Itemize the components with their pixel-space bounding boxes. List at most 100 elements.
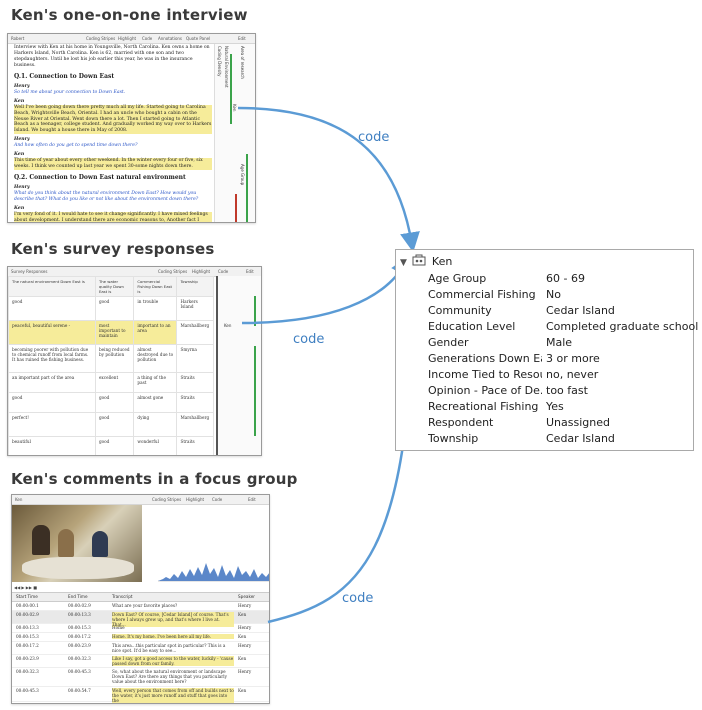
column-header[interactable]: The natural environment Down East is [8,276,96,297]
focus-section-title: Ken's comments in a focus group [11,470,298,488]
transcript-row[interactable]: 00:00:00.1 00:00:02.9 What are your favo… [12,602,269,611]
table-row[interactable]: becoming poorer with pollution due to ch… [8,344,214,373]
arrow-survey [241,255,410,325]
transcript-text: Home. It's my home. I've been here all m… [112,634,234,639]
coding-stripe[interactable] [235,194,237,222]
table-cell: being reduced by pollution [94,344,135,373]
table-cell: dying [133,412,178,437]
coding-stripes-button[interactable]: Coding Stripes [152,497,182,502]
coding-stripes-button[interactable]: Coding Stripes [86,36,116,41]
table-row[interactable]: good good in trouble Harkers Island [8,296,214,321]
code-label: code [342,591,374,606]
end-time: 00:00:23.9 [68,643,91,648]
table-cell: good [94,412,135,437]
end-time: 00:00:17.2 [68,634,91,639]
column-header[interactable]: End Time [68,594,88,599]
window-title: Robert [11,36,25,41]
case-name: Ken [431,255,453,268]
coding-stripes-button[interactable]: Coding Stripes [158,269,188,274]
intro-text: Interview with Ken at his home in Youngs… [14,45,210,68]
column-header[interactable]: Township [176,276,214,297]
column-header[interactable]: Speaker [238,594,256,599]
stripe-label: Age Group [240,164,245,186]
table-cell: almost gone [133,392,178,413]
speaker-label: Henry [14,137,30,143]
end-time: 00:00:54.7 [68,688,91,693]
speaker: Henry [238,643,252,648]
attribute-value: 60 - 69 [546,272,585,285]
transcript-header: Start Time End Time Transcript Speaker [12,592,269,602]
edit-button[interactable]: Edit [248,497,256,502]
audio-waveform[interactable] [158,557,270,583]
edit-button[interactable]: Edit [246,269,254,274]
question-heading: Q.1. Connection to Down East [14,72,115,80]
transcript-row[interactable]: 00:00:32.3 00:00:45.3 So, what about the… [12,668,269,687]
survey-section-title: Ken's survey responses [11,240,215,258]
interview-window[interactable]: Robert Coding Stripes Highlight Code Ann… [7,33,256,223]
media-controls[interactable]: ◀◀ ▶ ▶▶ ■ [14,585,132,590]
table-row[interactable]: perfect! good dying Marshallberg [8,412,214,437]
speaker-label: Henry [14,185,30,191]
video-frame[interactable] [12,505,142,582]
stripe-label: Coding Density [217,46,222,77]
attribute-label: Opinion - Pace of De... [428,384,542,397]
transcript-row[interactable]: 00:00:02.9 00:00:13.3 Down East? Of cour… [12,611,269,627]
survey-window[interactable]: Survey Responses Coding Stripes Highligh… [7,266,262,456]
code-button[interactable]: Code [142,36,153,41]
column-header[interactable]: Start Time [16,594,38,599]
coding-stripes-panel[interactable]: Ken [216,276,261,455]
speaker-label: Henry [14,83,30,89]
code-button[interactable]: Code [212,497,223,502]
coding-stripe[interactable] [254,346,256,436]
attribute-label: Community [428,304,492,317]
column-header[interactable]: Commercial Fishing Down East is [133,276,178,297]
edit-button[interactable]: Edit [238,36,246,41]
attribute-value: too fast [546,384,588,397]
coding-stripe[interactable] [254,296,256,326]
transcript-table: Start Time End Time Transcript Speaker 0… [12,592,269,703]
attribute-value: 3 or more [546,352,600,365]
end-time: 00:00:15.3 [68,625,91,630]
table-row[interactable]: beautiful good wonderful Straits [8,436,214,455]
attribute-value: No [546,288,561,301]
code-button[interactable]: Code [218,269,229,274]
arrow-interview [237,106,420,253]
highlight-button[interactable]: Highlight [118,36,137,41]
disclosure-triangle-icon[interactable]: ▼ [400,258,407,268]
table-cell: in trouble [133,296,178,321]
annotations-button[interactable]: Annotations [158,36,183,41]
highlight-button[interactable]: Highlight [192,269,211,274]
table-cell: almost destroyed due to pollution [133,344,178,373]
table-row[interactable]: peaceful, beautiful serene - most import… [8,320,214,345]
transcript-row[interactable]: 00:00:23.9 00:00:32.3 Like I say, got a … [12,655,269,668]
coding-stripes-panel[interactable]: Coding Density Natural Environment Ken A… [214,44,255,222]
coding-stripe[interactable] [246,154,248,222]
quote-panel-button[interactable]: Quote Panel [186,36,211,41]
transcript-row[interactable]: 00:00:15.3 00:00:17.2 Home. It's my home… [12,633,269,642]
transcript-text: This area...this particular spot in part… [112,643,226,653]
highlight-button[interactable]: Highlight [186,497,205,502]
case-header[interactable]: ▼ Ken [400,254,452,268]
speaker-label: Ken [14,152,25,158]
case-icon [412,254,426,266]
attribute-value: no, never [546,368,599,381]
column-header[interactable]: The water quality Down East is [94,276,135,297]
end-time: 00:00:02.9 [68,603,91,608]
transcript-row[interactable]: 00:00:13.3 00:00:15.3 Home Henry [12,624,269,633]
interview-document: Interview with Ken at his home in Youngs… [14,45,212,222]
code-label: code [358,130,390,145]
transcript-row[interactable]: 00:00:17.2 00:00:23.9 This area...this p… [12,642,269,655]
question-text: What do you think about the natural envi… [14,191,199,202]
coding-stripe[interactable] [230,54,232,124]
start-time: 00:00:45.3 [16,688,39,693]
end-time: 00:00:32.3 [68,656,91,661]
person-figure [32,525,50,555]
attribute-value: Yes [546,400,564,413]
window-title: Ken [15,497,23,502]
focus-group-window[interactable]: Ken Coding Stripes Highlight Code Edit ◀… [11,494,270,704]
transcript-row[interactable]: 00:00:45.3 00:00:54.7 Well, every person… [12,687,269,703]
question-heading: Q.2. Connection to Down East natural env… [14,174,186,182]
play-icon[interactable]: ◀◀ ▶ ▶▶ ■ [14,585,37,590]
column-header[interactable]: Transcript [112,594,133,599]
